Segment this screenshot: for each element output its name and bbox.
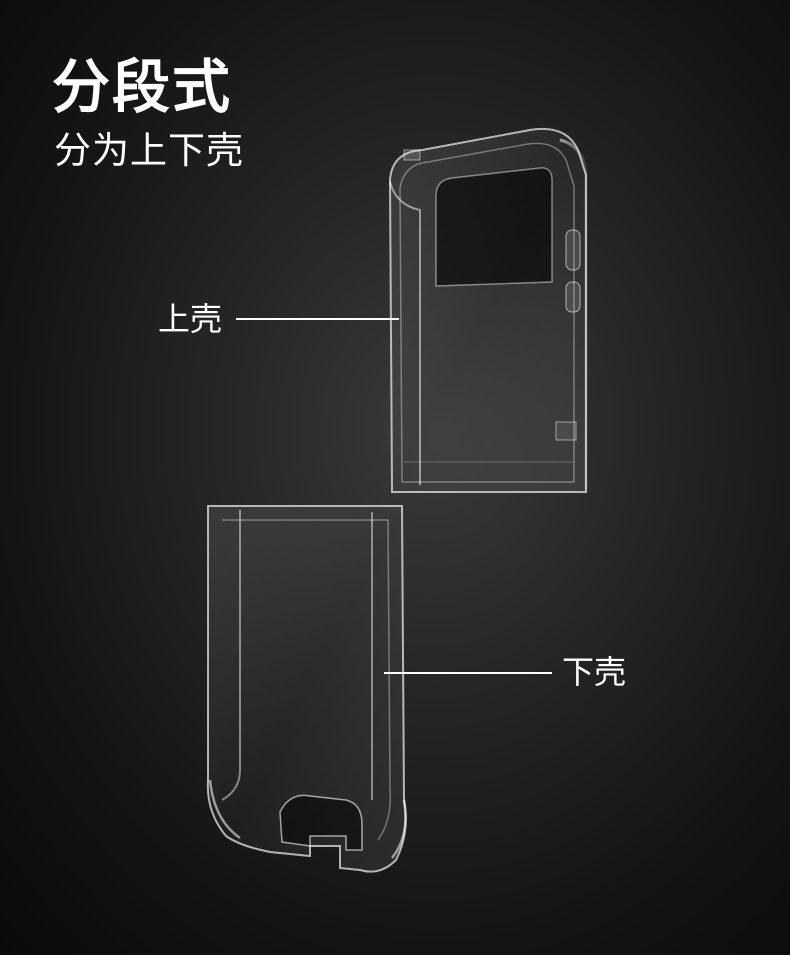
page-title: 分段式: [52, 53, 233, 121]
upper-shell: [388, 128, 588, 493]
page-subtitle: 分为上下壳: [54, 129, 244, 172]
lower-shell-callout-line: [384, 672, 552, 674]
upper-shell-callout-line: [236, 318, 399, 320]
upper-shell-label: 上壳: [158, 300, 223, 338]
lower-shell-label: 下壳: [562, 653, 627, 691]
lower-shell: [206, 505, 407, 873]
